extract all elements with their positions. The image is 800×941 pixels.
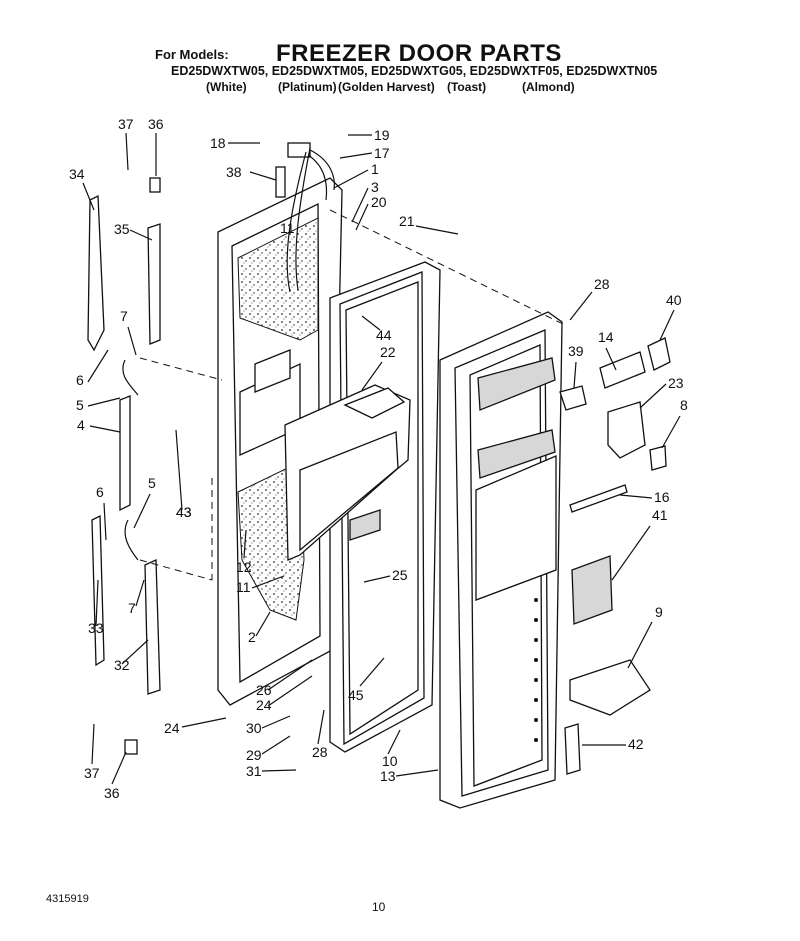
- callout-40: 40: [666, 292, 682, 308]
- callout-39: 39: [568, 343, 584, 359]
- callout-30: 30: [246, 720, 262, 736]
- hinge-arm-lower: [124, 519, 139, 561]
- bracket-part: [647, 337, 671, 371]
- callout-6-upper: 6: [76, 372, 84, 388]
- callout-45: 45: [348, 687, 364, 703]
- liner-rivets: [534, 598, 538, 742]
- callout-23: 23: [668, 375, 684, 391]
- wire-conduit: [275, 166, 286, 198]
- assembly-line: [139, 559, 213, 581]
- wire-harness: [286, 142, 335, 293]
- finish-white: (White): [206, 80, 247, 94]
- assembly-line: [139, 357, 223, 381]
- callout-19: 19: [374, 127, 390, 143]
- callout-36: 36: [148, 116, 164, 132]
- callout-16: 16: [654, 489, 670, 505]
- callout-33: 33: [88, 620, 104, 636]
- callout-34: 34: [69, 166, 85, 182]
- inner-door-liner: [439, 311, 563, 809]
- callout-4: 3: [371, 179, 379, 195]
- trim-strip: [569, 484, 628, 513]
- finish-platinum: (Platinum): [278, 80, 337, 94]
- door-trim-left-top: [87, 194, 105, 352]
- callout-37: 37: [118, 116, 134, 132]
- callout-14: 14: [598, 329, 614, 345]
- finish-golden-harvest: (Golden Harvest): [338, 80, 435, 94]
- shelf-retainer: [599, 351, 646, 389]
- callout-25: 25: [392, 567, 408, 583]
- callout-24: 24: [164, 720, 180, 736]
- callout-12: 12: [236, 559, 252, 575]
- callout-44: 44: [376, 327, 392, 343]
- callout-5-lower: 5: [148, 475, 156, 491]
- callout-2: 2: [248, 629, 256, 645]
- trim-strip-middle: [119, 395, 131, 512]
- callout-28-upper: 28: [594, 276, 610, 292]
- hinge-bushing-bottom: [124, 739, 138, 755]
- hinge-bushing-top: [149, 177, 161, 193]
- bracket-clip: [649, 445, 667, 471]
- trim-strip-lower: [144, 559, 161, 695]
- for-models-label: For Models:: [155, 47, 229, 62]
- callout-8: 8: [680, 397, 688, 413]
- callout-5-upper: 5: [76, 397, 84, 413]
- callout-7-upper: 7: [120, 308, 128, 324]
- leader-lines: [82, 132, 681, 785]
- callout-29: 29: [246, 747, 262, 763]
- panel-insert: [571, 555, 613, 625]
- callout-10: 10: [382, 753, 398, 769]
- hinge-arm-upper: [122, 359, 139, 396]
- callout-42: 42: [628, 736, 644, 752]
- trim-strip-upper: [147, 223, 161, 345]
- small-clip: [559, 385, 587, 411]
- callout-1: 1: [371, 161, 379, 177]
- funnel-chute: [607, 401, 646, 459]
- door-gasket: [329, 261, 441, 753]
- callout-11-lower: 11: [236, 579, 251, 595]
- callout-9: 9: [655, 604, 663, 620]
- callout-26: 24: [256, 697, 272, 713]
- page-number: 10: [372, 900, 386, 914]
- callout-28-lower: 28: [312, 744, 328, 760]
- page-title: FREEZER DOOR PARTS: [276, 40, 562, 67]
- assembly-line: [329, 209, 566, 326]
- finish-toast: (Toast): [447, 80, 487, 94]
- callout-31: 31: [246, 763, 262, 779]
- callout-27: 26: [256, 682, 272, 698]
- callout-13: 13: [380, 768, 396, 784]
- model-numbers: ED25DWXTW05, ED25DWXTM05, ED25DWXTG05, E…: [171, 64, 658, 78]
- hinge-bracket: [564, 723, 581, 775]
- callout-3: 4: [77, 417, 85, 433]
- callout-18: 18: [210, 135, 226, 151]
- callout-21: 21: [399, 213, 415, 229]
- callout-36-lower: 36: [104, 785, 120, 801]
- callout-41: 41: [652, 507, 668, 523]
- outer-door-panel: [217, 177, 343, 706]
- callout-43-lower: 43: [176, 504, 192, 520]
- finish-almond: (Almond): [522, 80, 575, 94]
- callout-7-lower: 7: [128, 600, 136, 616]
- callout-20: 20: [371, 194, 387, 210]
- drip-tray: [569, 659, 651, 716]
- callout-22: 22: [380, 344, 396, 360]
- part-callouts: 37 36 18 19 17 38 1 34 3 20 21 35 11 28 …: [69, 116, 688, 801]
- document-code: 4315919: [46, 893, 89, 905]
- dispenser-housing: [284, 384, 411, 561]
- callout-35: 35: [114, 221, 130, 237]
- callout-17: 17: [374, 145, 390, 161]
- callout-11-upper: 11: [280, 220, 295, 236]
- callout-38: 38: [226, 164, 242, 180]
- callout-6-lower: 6: [96, 484, 104, 500]
- callout-37-lower: 37: [84, 765, 100, 781]
- callout-43-upper: 43: [176, 504, 192, 520]
